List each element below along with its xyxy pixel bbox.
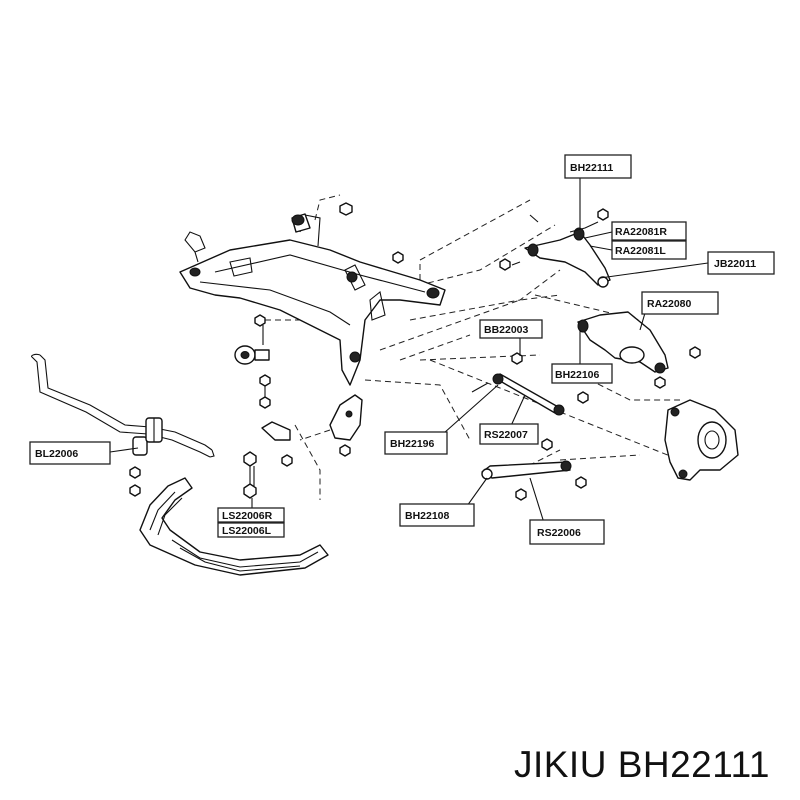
stabilizer-bar (31, 353, 215, 458)
label-bh22108: BH22108 (399, 503, 475, 527)
svg-text:RA22081L: RA22081L (615, 245, 666, 257)
svg-text:BH22111: BH22111 (570, 162, 613, 174)
hardware-bolts (129, 202, 701, 501)
label-bh22111: BH22111 (564, 154, 632, 179)
lower-control-arm (577, 311, 669, 374)
label-bl22006: BL22006 (29, 441, 111, 465)
lateral-link-upper (471, 373, 565, 416)
svg-text:BH22196: BH22196 (390, 438, 435, 450)
label-rs22006: RS22006 (529, 519, 605, 545)
svg-text:BH22106: BH22106 (555, 369, 600, 381)
svg-text:BL22006: BL22006 (35, 448, 78, 460)
label-ls22006r: LS22006R (217, 507, 285, 523)
subframe-mount-bushing (234, 345, 270, 365)
rear-knuckle (664, 399, 739, 481)
svg-text:JB22011: JB22011 (714, 258, 756, 270)
svg-text:RS22007: RS22007 (484, 429, 528, 441)
svg-text:LS22006R: LS22006R (222, 510, 273, 522)
upper-control-arm (511, 214, 611, 288)
svg-text:LS22006L: LS22006L (222, 525, 272, 537)
label-ra22081l: RA22081L (611, 240, 687, 260)
svg-text:BB22003: BB22003 (484, 324, 529, 336)
label-ra22081r: RA22081R (611, 221, 687, 241)
label-bh22106: BH22106 (551, 363, 613, 384)
label-bb22003: BB22003 (479, 319, 543, 339)
svg-text:BH22108: BH22108 (405, 510, 450, 522)
part-caption: JIKIU BH22111 (513, 744, 770, 785)
lateral-link-lower (481, 460, 572, 480)
link-bracket (329, 394, 363, 441)
reinforcement-frame (139, 477, 329, 576)
svg-text:RS22006: RS22006 (537, 527, 581, 539)
rear-subframe (179, 213, 446, 386)
svg-text:RA22080: RA22080 (647, 298, 692, 310)
label-jb22011: JB22011 (707, 251, 775, 275)
label-ls22006l: LS22006L (217, 522, 285, 538)
label-bh22196: BH22196 (384, 431, 448, 455)
svg-text:RA22081R: RA22081R (615, 226, 667, 238)
stabilizer-link (243, 421, 291, 499)
label-ra22080: RA22080 (641, 291, 719, 315)
label-rs22007: RS22007 (479, 423, 539, 445)
